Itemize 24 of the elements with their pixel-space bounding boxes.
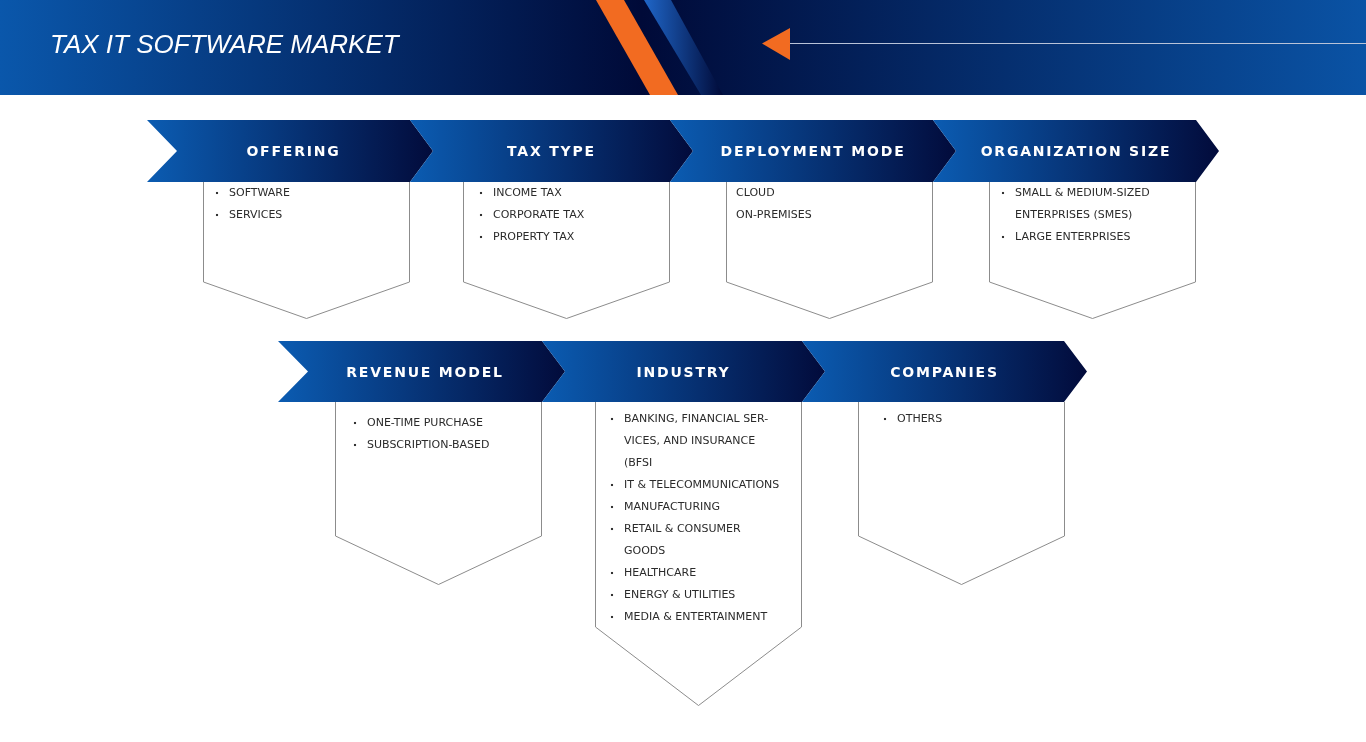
chevron-header (147, 120, 433, 182)
segment-heading: TAX TYPE (507, 143, 596, 159)
segment-heading: OFFERING (246, 143, 341, 159)
segment-heading: ORGANIZATION SIZE (980, 143, 1172, 159)
list-item: CLOUD (736, 185, 775, 201)
chevron-header (802, 341, 1087, 402)
chevron-header (670, 120, 956, 182)
segment-panel (463, 182, 670, 319)
chevron-header (933, 120, 1219, 182)
segment-panel (726, 182, 933, 319)
segment-heading: INDUSTRY (636, 363, 731, 380)
segment-heading: DEPLOYMENT MODE (720, 143, 906, 159)
segment-panel (858, 402, 1065, 585)
segment-heading: COMPANIES (890, 363, 999, 380)
segment-panel (335, 402, 542, 585)
page-title: TAX IT SOFTWARE MARKET (50, 28, 399, 60)
segment-heading: REVENUE MODEL (346, 363, 504, 380)
list-item: ON-PREMISES (736, 207, 812, 223)
segment-panel (203, 182, 410, 319)
segment-panel (595, 402, 802, 706)
segment-panel (989, 182, 1196, 319)
chevron-header (542, 341, 825, 402)
chevron-header (410, 120, 693, 182)
chevron-header (278, 341, 565, 402)
